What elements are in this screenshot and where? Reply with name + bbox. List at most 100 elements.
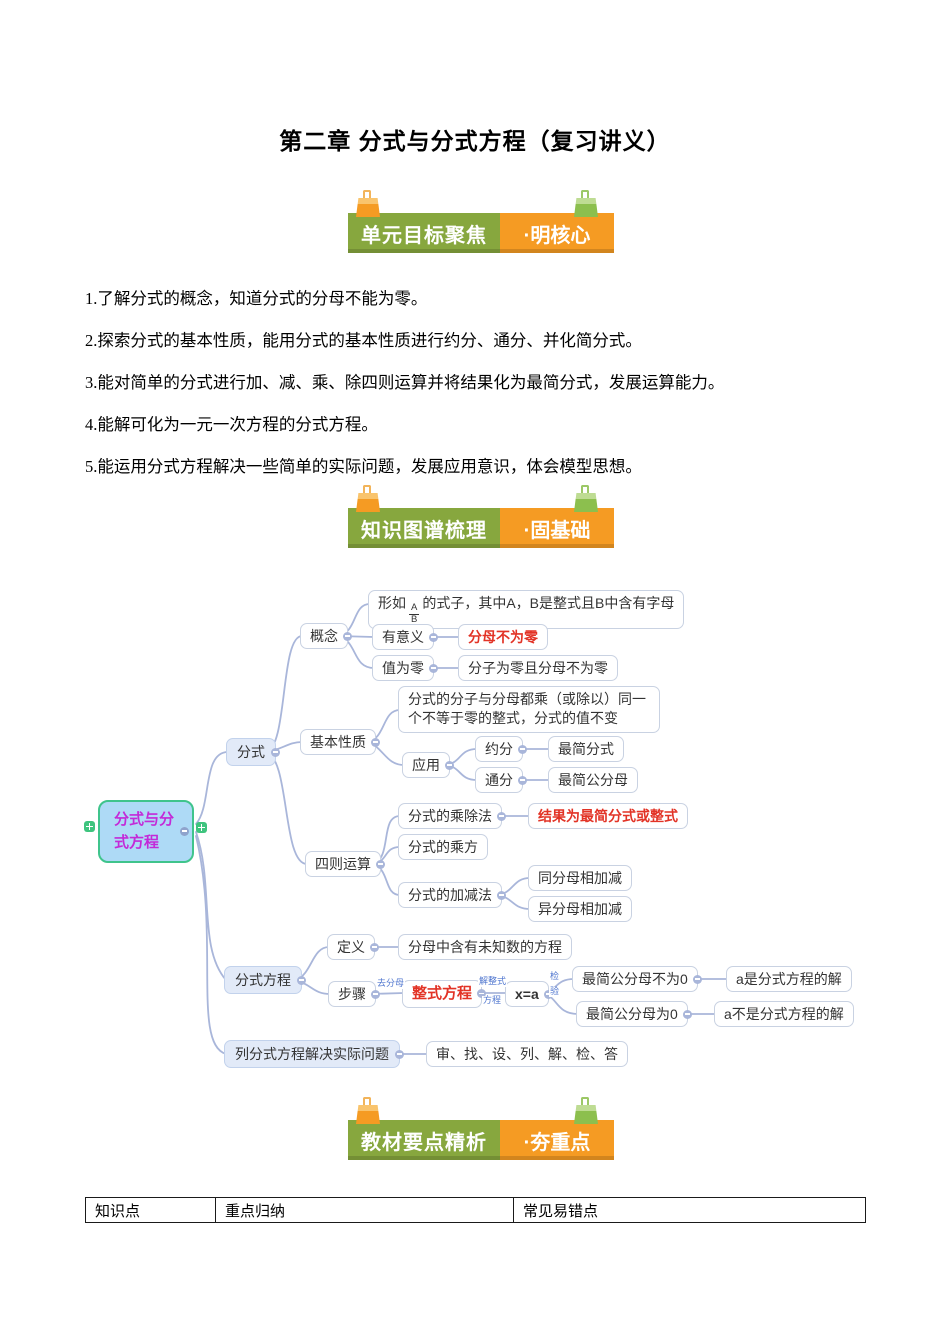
binder-clip-icon <box>574 1097 598 1124</box>
collapse-icon <box>271 747 280 757</box>
banner-title: 单元目标聚焦 <box>348 213 500 253</box>
node-label: x=a <box>515 986 539 1002</box>
mindmap-node-fenshi-eq: 分式方程 <box>224 966 306 995</box>
node-label: a是分式方程的解 <box>736 971 842 987</box>
node-label: 最简公分母不为0 <box>582 971 688 987</box>
node-label: 分子为零且分母不为零 <box>468 660 608 676</box>
mindmap-node-definition: 定义 <box>327 934 379 961</box>
node-label: 最简分式 <box>558 741 614 757</box>
collapse-icon <box>497 811 506 821</box>
collapse-icon <box>429 632 438 642</box>
mindmap-root-node: 分式与分式方程 <box>98 800 194 863</box>
node-label: 同分母相加减 <box>538 870 622 886</box>
node-label: 有意义 <box>382 629 424 645</box>
objective-item: 5.能运用分式方程解决一些简单的实际问题，发展应用意识，体会模型思想。 <box>85 457 642 476</box>
node-label: 最简公分母为0 <box>586 1006 678 1022</box>
mindmap-node-same-denom: 同分母相加减 <box>528 865 632 892</box>
mindmap-node-property-desc: 分式的分子与分母都乘（或除以）同一个不等于零的整式，分式的值不变 <box>398 686 660 733</box>
node-label: 通分 <box>485 772 513 788</box>
banner-title: 教材要点精析 <box>348 1120 500 1160</box>
mindmap-node-meaningful: 有意义 <box>372 624 438 651</box>
table-header-common-mistakes: 常见易错点 <box>523 1204 599 1220</box>
section-banner-unit-goals: 单元目标聚焦 ·明核心 <box>348 190 614 253</box>
mindmap-node-mul-div: 分式的乘除法 <box>398 803 506 830</box>
mindmap-node-tongfen: 通分 <box>475 767 527 794</box>
mindmap-node-concept: 概念 <box>300 623 352 650</box>
node-label: 应用 <box>412 757 440 773</box>
table-header-knowledge-point: 知识点 <box>86 1198 216 1222</box>
collapse-icon <box>395 1049 404 1059</box>
objective-item: 2.探索分式的基本性质，能用分式的基本性质进行约分、通分、并化简分式。 <box>85 331 642 350</box>
edge-label-jian-2: 验 <box>549 986 561 997</box>
banner-subtitle: ·明核心 <box>500 213 614 253</box>
collapse-icon <box>180 826 189 836</box>
key-points-table: 知识点 重点归纳 常见易错点 <box>85 1197 866 1223</box>
collapse-icon <box>497 890 506 900</box>
binder-clip-icon <box>574 485 598 512</box>
node-label: 分式的乘除法 <box>408 808 492 824</box>
collapse-icon <box>518 775 527 785</box>
mindmap-node-simplest-fraction: 最简分式 <box>548 736 624 763</box>
node-label: 异分母相加减 <box>538 901 622 917</box>
mindmap-node-xa: x=a <box>505 981 553 1008</box>
edge-label-jian-1: 检 <box>549 971 561 982</box>
binder-clip-icon <box>574 190 598 217</box>
objective-item: 4.能解可化为一元一次方程的分式方程。 <box>85 415 378 434</box>
collapse-icon <box>477 989 487 999</box>
mindmap-node-four-ops: 四则运算 <box>305 851 385 878</box>
binder-clip-icon <box>356 1097 380 1124</box>
collapse-icon <box>376 859 385 869</box>
node-label: 分式 <box>237 744 265 760</box>
mindmap-node-fenshi: 分式 <box>226 738 280 767</box>
mindmap-node-zero-value: 值为零 <box>372 655 438 682</box>
mindmap-node-diff-denom: 异分母相加减 <box>528 896 632 923</box>
mindmap-node-lcd-nonzero: 最简公分母不为0 <box>572 966 702 993</box>
mindmap-node-lcd-zero: 最简公分母为0 <box>576 1001 692 1028</box>
table-header-key-summary: 重点归纳 <box>216 1198 514 1222</box>
collapse-icon <box>445 760 454 770</box>
node-label: 最简公分母 <box>558 772 628 788</box>
mindmap-node-common-denominator: 最简公分母 <box>548 767 638 794</box>
node-label: 值为零 <box>382 660 424 676</box>
node-label: 四则运算 <box>315 856 371 872</box>
node-label: 的式子，其中A，B是整式且B中含有字母 <box>422 595 675 611</box>
node-label: 基本性质 <box>310 734 366 750</box>
node-label: 分母不为零 <box>468 629 538 645</box>
binder-clip-icon <box>356 190 380 217</box>
node-label: 概念 <box>310 628 338 644</box>
node-label: a不是分式方程的解 <box>724 1006 844 1022</box>
edge-label-jie-1: 解整式 <box>478 976 508 987</box>
banner-title: 知识图谱梳理 <box>348 508 500 548</box>
section-banner-knowledge-map: 知识图谱梳理 ·固基础 <box>348 485 614 548</box>
mindmap-node-basic-property: 基本性质 <box>300 729 380 756</box>
edge-label-qufenmu: 去分母 <box>376 978 406 989</box>
section-banner-key-points: 教材要点精析 ·夯重点 <box>348 1097 614 1160</box>
collapse-icon <box>371 737 380 747</box>
collapse-icon <box>343 631 352 641</box>
page-title: 第二章 分式与分式方程（复习讲义） <box>279 128 671 154</box>
node-label: 分式的乘方 <box>408 839 478 855</box>
collapse-icon <box>692 974 702 984</box>
node-label: 审、找、设、列、解、检、答 <box>436 1046 618 1062</box>
mindmap-node-add-sub: 分式的加减法 <box>398 882 506 909</box>
mindmap-node-sol-no: a不是分式方程的解 <box>714 1001 854 1028</box>
expand-plus-icon <box>196 822 207 833</box>
objective-item: 3.能对简单的分式进行加、减、乘、除四则运算并将结果化为最简分式，发展运算能力。 <box>85 373 725 392</box>
node-label: 分式与分式方程 <box>114 811 175 852</box>
node-label: 定义 <box>337 939 365 955</box>
mindmap-node-integral-eq: 整式方程 <box>402 980 487 1008</box>
edge-label-jie-2: 方程 <box>482 995 503 1006</box>
mindmap-node-mul-div-result: 结果为最简分式或整式 <box>528 803 688 830</box>
node-label: 分式方程 <box>235 972 291 988</box>
node-label: 结果为最简分式或整式 <box>538 808 678 824</box>
expand-plus-icon <box>84 821 95 832</box>
mindmap-node-zero-cond: 分子为零且分母不为零 <box>458 655 618 682</box>
mindmap-node-def-desc: 分母中含有未知数的方程 <box>398 934 572 961</box>
binder-clip-icon <box>356 485 380 512</box>
node-label: 分式的加减法 <box>408 887 492 903</box>
node-label: 整式方程 <box>412 985 473 1002</box>
collapse-icon <box>682 1009 692 1019</box>
